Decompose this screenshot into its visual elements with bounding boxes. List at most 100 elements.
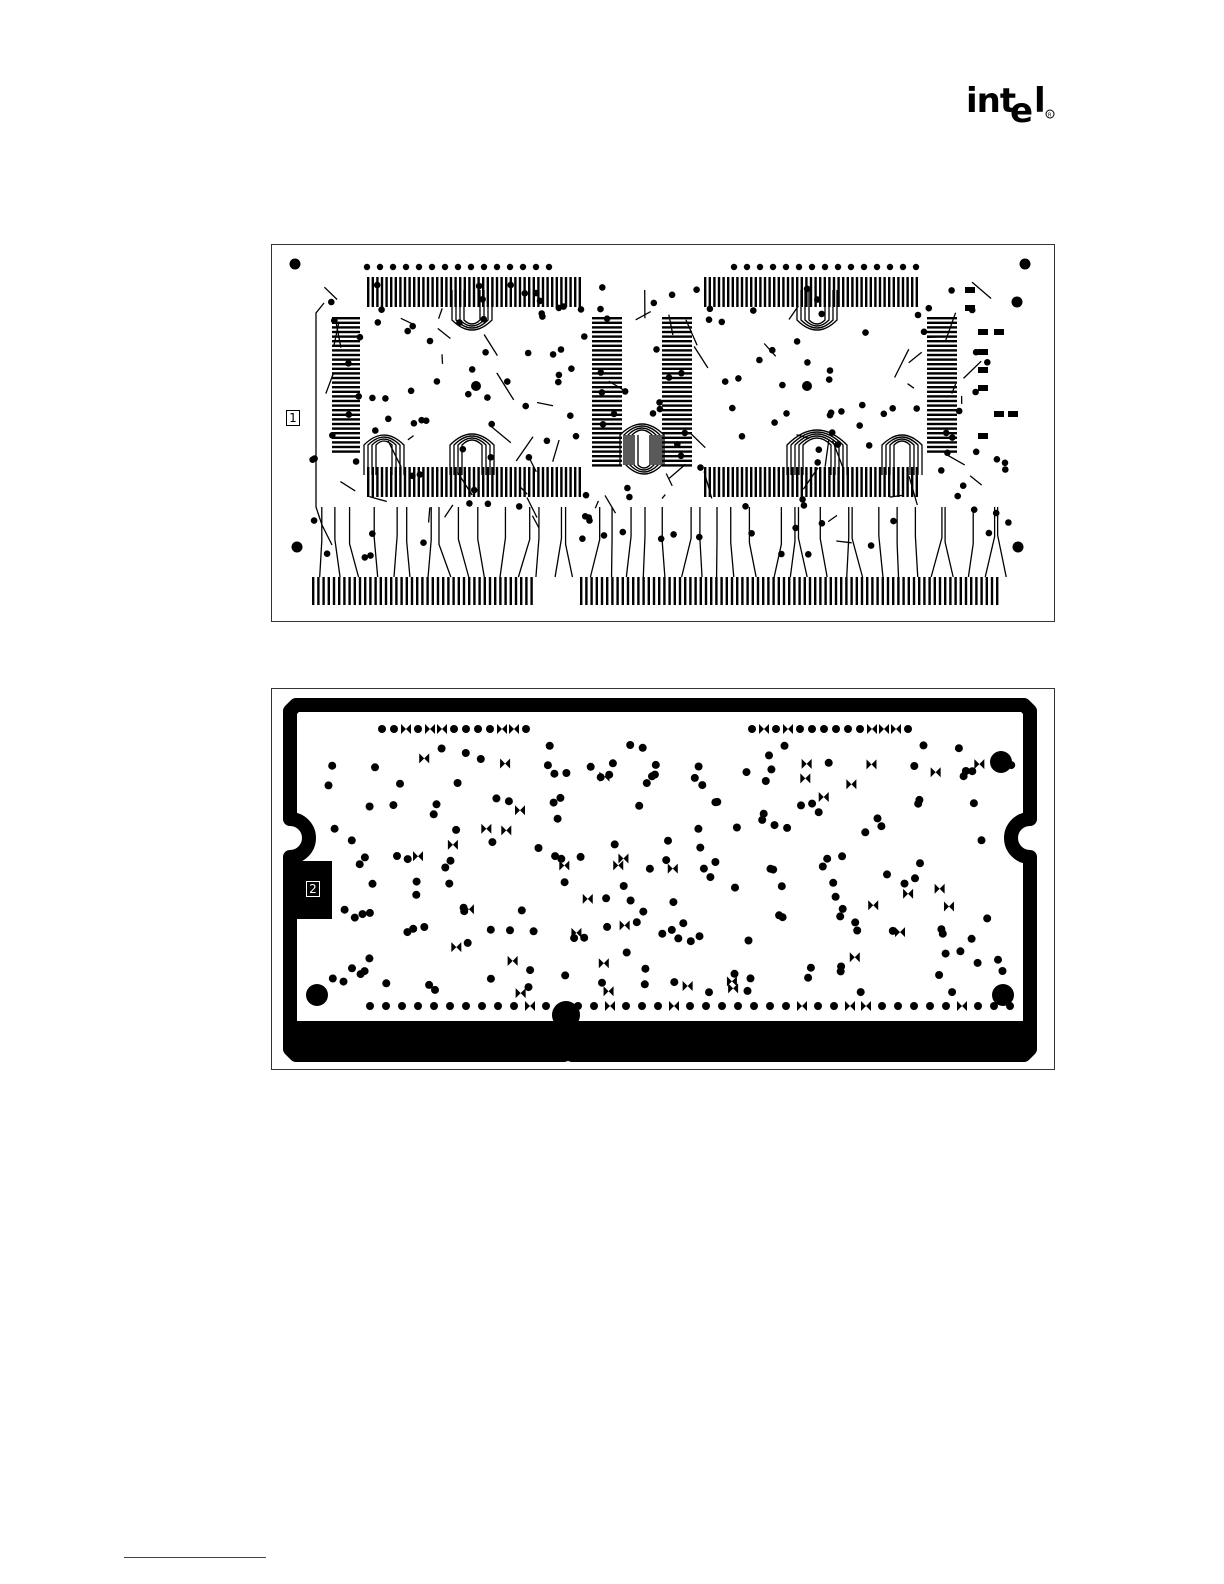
ic-pin xyxy=(565,277,567,307)
via xyxy=(604,315,611,322)
trace xyxy=(442,354,443,364)
edge-connector-finger xyxy=(632,577,634,605)
ic-pin xyxy=(592,427,622,429)
via xyxy=(942,1002,950,1010)
via xyxy=(371,763,379,771)
via xyxy=(827,367,834,374)
edge-connector-finger xyxy=(861,577,863,605)
edge-connector-finger xyxy=(960,577,962,605)
ic-pin xyxy=(487,467,489,497)
via xyxy=(839,905,847,913)
trace xyxy=(632,430,652,465)
edge-connector-finger xyxy=(684,577,686,605)
via xyxy=(465,391,472,398)
edge-connector-finger xyxy=(908,577,910,605)
via xyxy=(744,264,750,270)
trace xyxy=(612,507,613,577)
ic-pin xyxy=(592,404,622,406)
ic-pin xyxy=(713,467,715,497)
edge-connector-finger xyxy=(939,577,941,605)
edge-connector-finger xyxy=(996,577,998,605)
trace xyxy=(445,505,453,517)
ic-pin xyxy=(870,467,872,497)
ic-pin xyxy=(745,467,747,497)
via xyxy=(603,923,611,931)
trace xyxy=(820,507,827,577)
via xyxy=(960,772,968,780)
via xyxy=(414,1002,422,1010)
ic-pin xyxy=(662,391,692,393)
ic-pin xyxy=(736,277,738,307)
test-point xyxy=(497,724,507,734)
ic-pin xyxy=(468,277,470,307)
ic-pin xyxy=(579,277,581,307)
ic-pin xyxy=(902,277,904,307)
via xyxy=(413,878,421,886)
edge-connector-finger xyxy=(648,577,650,605)
ic-pin xyxy=(662,335,692,337)
via xyxy=(390,725,398,733)
test-point xyxy=(845,1001,855,1011)
ic-pin xyxy=(459,467,461,497)
edge-connector-finger xyxy=(463,577,465,605)
via xyxy=(462,1002,470,1010)
ic-pin xyxy=(897,277,899,307)
ic-pin xyxy=(385,467,387,497)
ic-pin xyxy=(718,467,720,497)
via xyxy=(507,264,513,270)
via xyxy=(340,978,348,986)
svg-text:R: R xyxy=(1048,113,1052,119)
via xyxy=(861,264,867,270)
ic-pin xyxy=(662,400,692,402)
edge-connector-finger xyxy=(913,577,915,605)
trace xyxy=(478,507,485,577)
via xyxy=(779,382,786,389)
ic-pin xyxy=(732,277,734,307)
via xyxy=(744,987,752,995)
ic-pin xyxy=(546,277,548,307)
ic-pin xyxy=(505,277,507,307)
via xyxy=(910,762,918,770)
via xyxy=(739,433,746,440)
via xyxy=(599,389,606,396)
ic-pin xyxy=(569,277,571,307)
via xyxy=(697,464,704,471)
via xyxy=(913,405,920,412)
edge-connector-finger xyxy=(954,577,956,605)
via xyxy=(546,742,554,750)
mounting-hole xyxy=(1013,542,1024,553)
test-point xyxy=(797,1001,807,1011)
ic-pin xyxy=(787,277,789,307)
ic-pin xyxy=(741,277,743,307)
via xyxy=(627,897,635,905)
via xyxy=(488,838,496,846)
via xyxy=(747,974,755,982)
ic-pin xyxy=(927,377,957,379)
ic-pin xyxy=(332,432,360,434)
smd-pad xyxy=(994,329,1004,335)
test-point xyxy=(509,724,519,734)
via xyxy=(471,381,481,391)
smd-pad xyxy=(978,433,988,439)
via xyxy=(374,282,381,289)
via xyxy=(910,1002,918,1010)
via xyxy=(520,264,526,270)
via xyxy=(474,725,482,733)
via xyxy=(506,926,514,934)
ic-pin xyxy=(927,432,957,434)
ic-pin xyxy=(473,277,475,307)
via xyxy=(542,1002,550,1010)
ground-plane xyxy=(290,1021,1030,1051)
via xyxy=(669,292,676,299)
edge-connector-finger xyxy=(494,577,496,605)
via xyxy=(348,964,356,972)
via xyxy=(551,852,559,860)
edge-connector-finger xyxy=(395,577,397,605)
edge-connector-finger xyxy=(504,577,506,605)
via xyxy=(641,980,649,988)
via xyxy=(814,459,821,466)
ic-pin xyxy=(445,467,447,497)
via xyxy=(825,759,833,767)
via xyxy=(476,283,483,290)
ic-pin xyxy=(376,277,378,307)
